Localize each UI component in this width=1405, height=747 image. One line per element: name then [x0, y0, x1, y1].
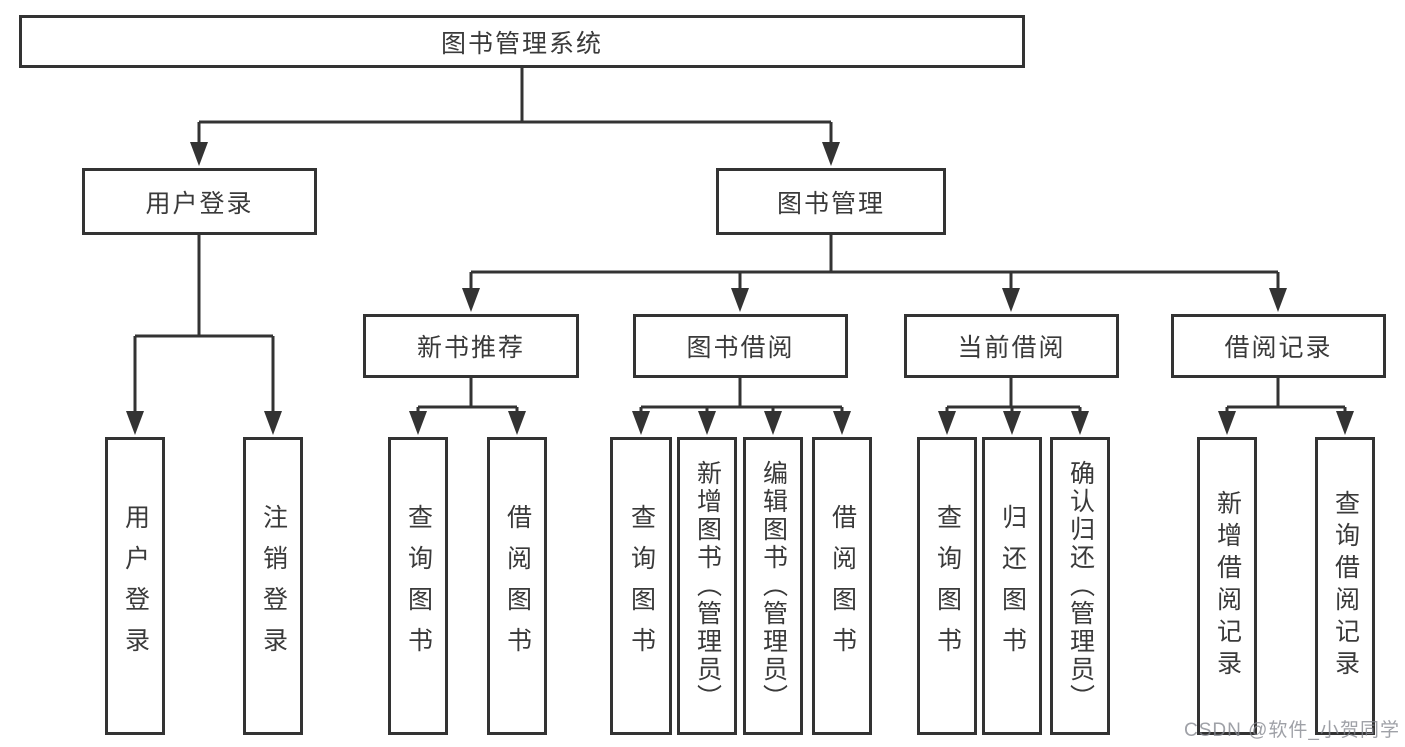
leaf-add-book-admin: 新增图书（管理员）	[677, 437, 737, 735]
leaf-logout-login-label: 注销登录	[259, 504, 288, 668]
leaf-user-login-label: 用户登录	[121, 504, 150, 668]
leaf-search-books-borrowing-label: 查询图书	[627, 504, 656, 668]
connector-book-management-to-level3	[462, 235, 1287, 312]
connector-current-borrowing-to-leaves	[938, 378, 1089, 435]
leaf-borrow-books-borrowing: 借阅图书	[812, 437, 872, 735]
leaf-search-borrow-record: 查询借阅记录	[1315, 437, 1375, 735]
leaf-user-login: 用户登录	[105, 437, 165, 735]
leaf-borrow-books-borrowing-label: 借阅图书	[828, 504, 857, 668]
leaf-edit-book-admin-label: 编辑图书（管理员）	[759, 460, 788, 712]
connector-borrowing-records-to-leaves	[1218, 378, 1354, 435]
connector-root-to-level2	[190, 68, 840, 166]
leaf-search-books-borrowing: 查询图书	[610, 437, 672, 735]
leaf-return-books-label: 归还图书	[998, 504, 1027, 668]
leaf-search-borrow-record-label: 查询借阅记录	[1331, 490, 1360, 682]
connector-book-borrowing-to-leaves	[632, 378, 851, 435]
leaf-add-book-admin-label: 新增图书（管理员）	[693, 460, 722, 712]
leaf-logout-login: 注销登录	[243, 437, 303, 735]
leaf-add-borrow-record-label: 新增借阅记录	[1213, 490, 1242, 682]
leaf-edit-book-admin: 编辑图书（管理员）	[743, 437, 803, 735]
leaf-search-books-current: 查询图书	[917, 437, 977, 735]
node-library-management-system: 图书管理系统	[19, 15, 1025, 68]
node-book-borrowing: 图书借阅	[633, 314, 848, 378]
leaf-confirm-return-admin-label: 确认归还（管理员）	[1066, 460, 1095, 712]
leaf-search-books-recommend-label: 查询图书	[404, 504, 433, 668]
connector-new-book-to-leaves	[409, 378, 526, 435]
leaf-search-books-current-label: 查询图书	[933, 504, 962, 668]
node-user-login: 用户登录	[82, 168, 317, 235]
leaf-add-borrow-record: 新增借阅记录	[1197, 437, 1257, 735]
connector-user-login-to-leaves	[126, 235, 282, 435]
node-book-management: 图书管理	[716, 168, 946, 235]
leaf-confirm-return-admin: 确认归还（管理员）	[1050, 437, 1110, 735]
node-new-book-recommendation: 新书推荐	[363, 314, 579, 378]
leaf-search-books-recommend: 查询图书	[388, 437, 448, 735]
leaf-return-books: 归还图书	[982, 437, 1042, 735]
node-current-borrowing: 当前借阅	[904, 314, 1119, 378]
leaf-borrow-books-recommend: 借阅图书	[487, 437, 547, 735]
leaf-borrow-books-recommend-label: 借阅图书	[503, 504, 532, 668]
node-borrowing-records: 借阅记录	[1171, 314, 1386, 378]
